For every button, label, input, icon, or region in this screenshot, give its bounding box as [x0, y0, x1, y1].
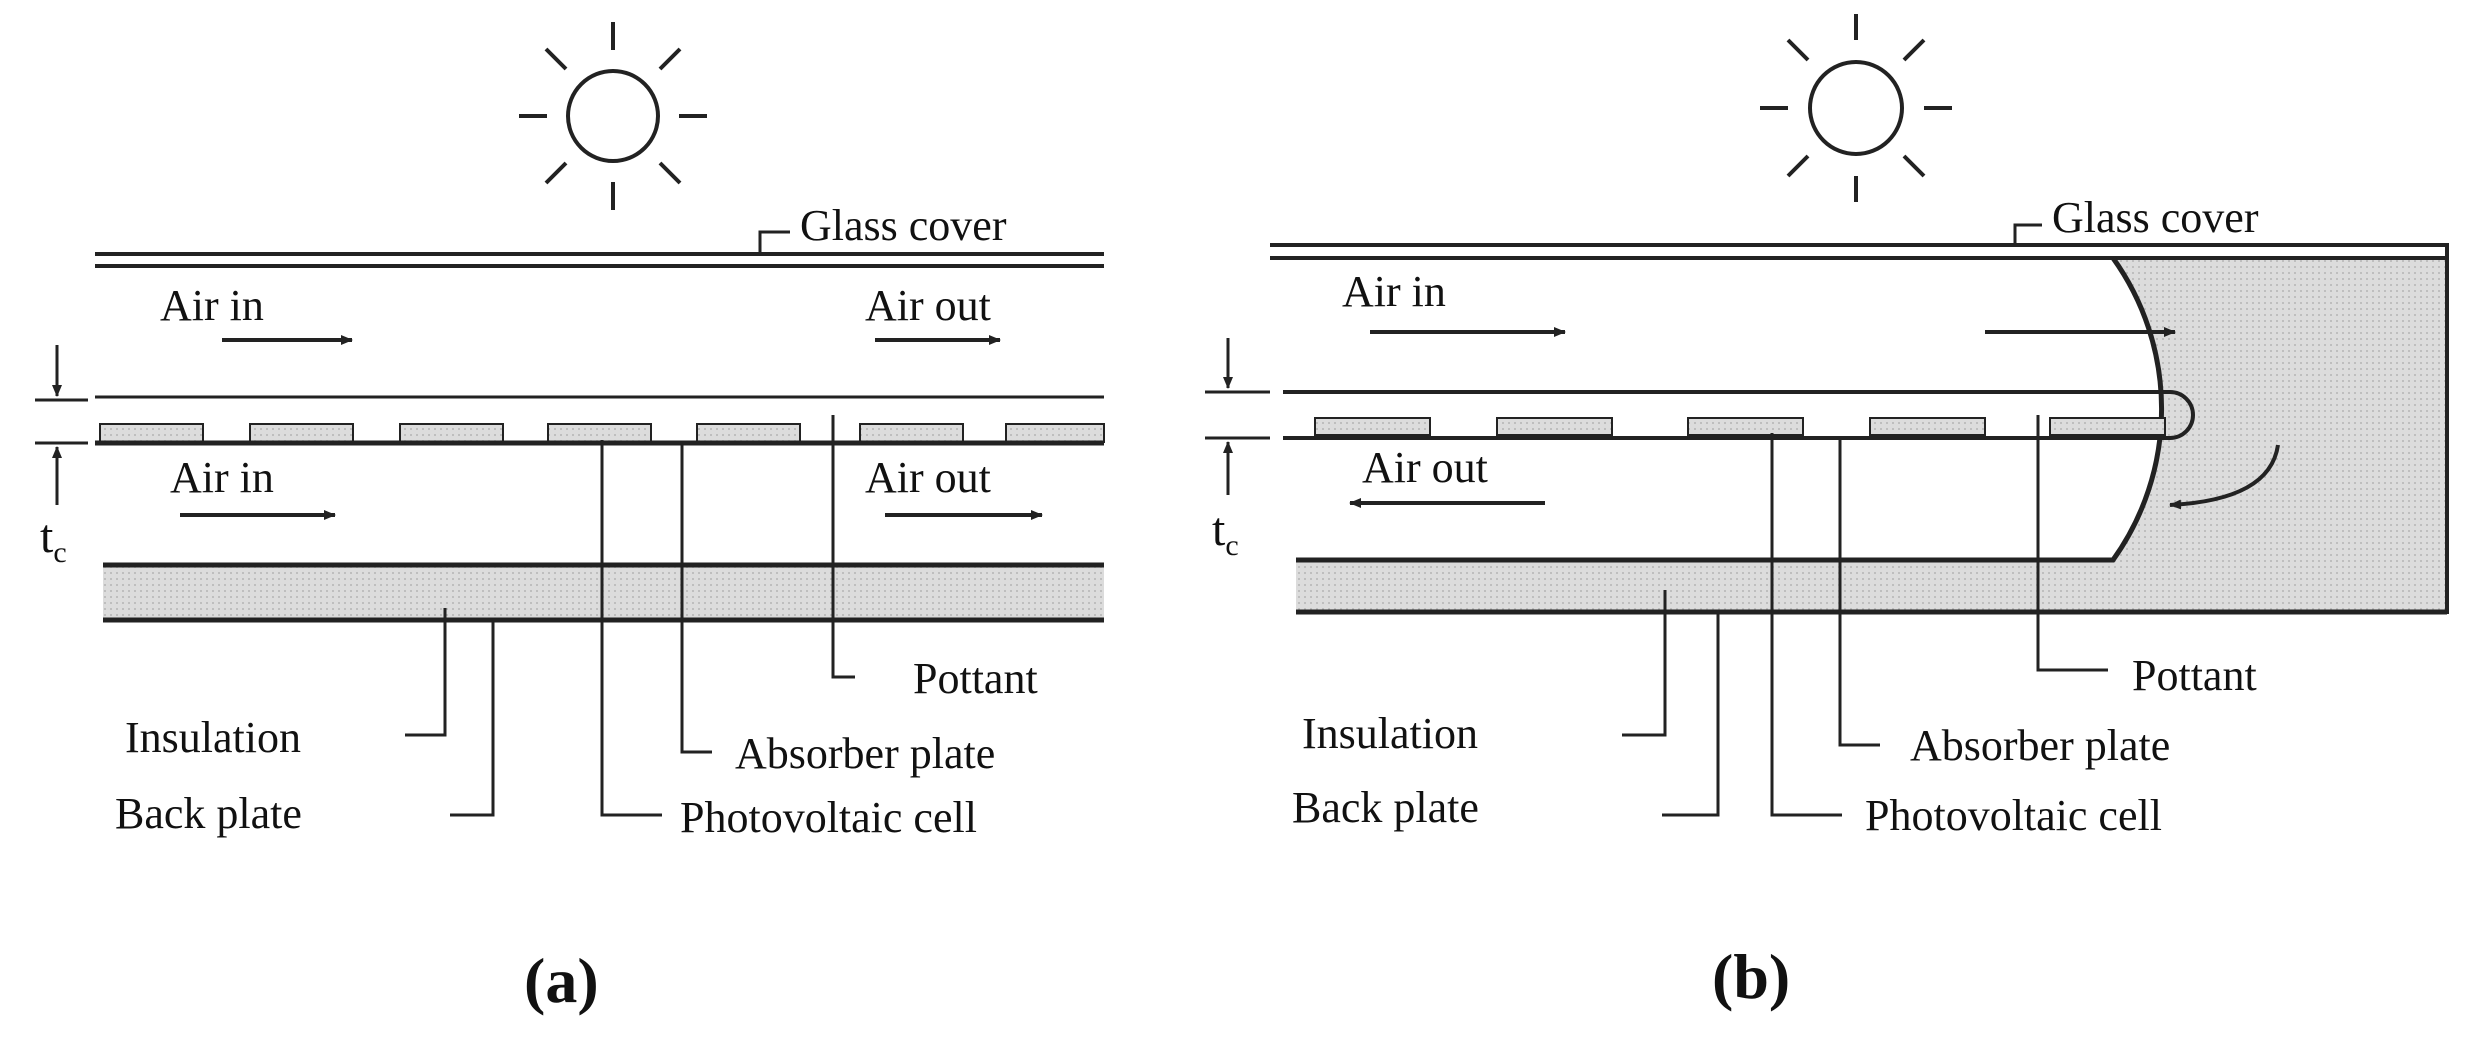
- insulation-label: Insulation: [125, 713, 301, 762]
- glass-cover: [95, 252, 1104, 268]
- pv-cell: [99, 423, 204, 443]
- pottant-leader: [2036, 415, 2108, 672]
- air-in-top-label: Air in: [160, 281, 264, 330]
- pv-cell: [1496, 417, 1613, 436]
- glass-cover-label: Glass cover: [2052, 193, 2259, 242]
- pv-cell: [859, 423, 964, 443]
- pv-cell: [1314, 417, 1431, 436]
- photovoltaic-cells: [99, 423, 1105, 443]
- photovoltaic-cell-leader: [1770, 433, 1842, 817]
- sun-icon: [1760, 14, 1952, 202]
- insulation-leader: [405, 608, 447, 737]
- photovoltaic-cell-leader: [600, 440, 662, 817]
- insulation-shell: [1296, 258, 2445, 612]
- back-plate-leader: [450, 622, 495, 817]
- pv-cell: [547, 423, 652, 443]
- absorber-plate-label: Absorber plate: [1910, 721, 2170, 770]
- glass-cover-label: Glass cover: [800, 201, 1007, 250]
- return-channel-curve: [1296, 256, 2164, 563]
- caption-b: (b): [1712, 941, 1790, 1012]
- absorber-plate-leader: [1838, 440, 1880, 747]
- sun-icon: [519, 22, 707, 210]
- tc-label: tc: [40, 510, 67, 569]
- glass-cover-leader: [758, 230, 790, 254]
- back-plate-label: Back plate: [115, 789, 302, 838]
- glass-cover-leader: [2013, 223, 2042, 245]
- pv-cell: [399, 423, 504, 443]
- absorber-plate-leader: [680, 445, 712, 754]
- pottant-label: Pottant: [913, 654, 1038, 703]
- pottant-plate: [1283, 390, 2195, 440]
- tc-dimension: [35, 345, 88, 505]
- pottant-leader: [831, 415, 855, 679]
- return-flow-arrow: [2169, 444, 2280, 510]
- air-in-bottom-label: Air in: [170, 453, 274, 502]
- air-in-label: Air in: [1342, 267, 1446, 316]
- air-out-label: Air out: [1362, 443, 1488, 492]
- pv-cell: [249, 423, 354, 443]
- photovoltaic-cell-label: Photovoltaic cell: [1865, 791, 2162, 840]
- pv-cell: [1869, 417, 1986, 436]
- air-out-top-label: Air out: [865, 281, 991, 330]
- caption-a: (a): [524, 945, 599, 1016]
- tc-dimension: [1205, 338, 1270, 495]
- panel-a: Glass cover Air in Air out tc Air in: [35, 22, 1105, 1016]
- insulation-leader: [1622, 590, 1667, 737]
- photovoltaic-cell-label: Photovoltaic cell: [680, 793, 977, 842]
- pv-cell: [696, 423, 801, 443]
- pv-cell: [1005, 423, 1105, 443]
- panel-b: Glass cover Air in Air out tc: [1205, 14, 2449, 1012]
- pv-cell: [1687, 417, 1804, 436]
- absorber-plate-label: Absorber plate: [735, 729, 995, 778]
- back-plate-label: Back plate: [1292, 783, 1479, 832]
- back-plate-leader: [1662, 614, 1720, 817]
- air-out-bottom-label: Air out: [865, 453, 991, 502]
- photovoltaic-cells: [1314, 417, 2166, 436]
- tc-label: tc: [1212, 503, 1239, 562]
- insulation-label: Insulation: [1302, 709, 1478, 758]
- pv-cell: [2049, 417, 2166, 436]
- pottant-label: Pottant: [2132, 651, 2257, 700]
